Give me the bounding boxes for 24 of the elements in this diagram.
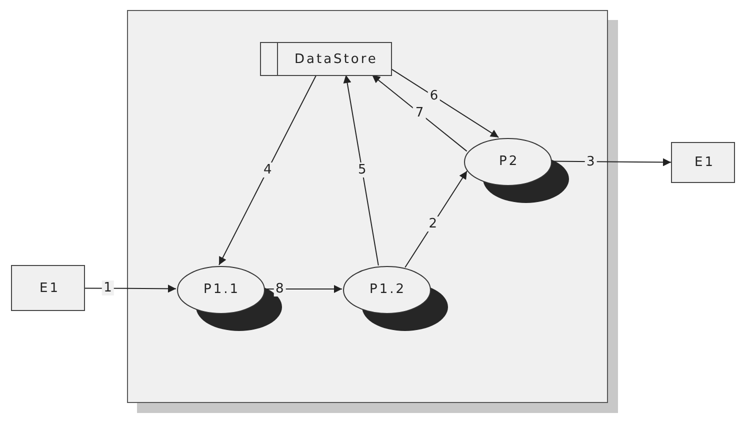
edge-label: 2 bbox=[426, 216, 440, 232]
process-name: P2 bbox=[499, 154, 520, 168]
entity-name: E1 bbox=[40, 280, 60, 296]
edge-label: 8 bbox=[273, 282, 286, 296]
edge-label: 6 bbox=[428, 88, 440, 104]
process-ellipse bbox=[464, 138, 572, 204]
entity-name: E1 bbox=[694, 155, 715, 170]
arrow bbox=[84, 284, 176, 293]
process-ellipse bbox=[177, 266, 285, 332]
process-ellipse bbox=[343, 266, 451, 332]
edge-label: 1 bbox=[102, 280, 114, 296]
store-name: DataStore bbox=[294, 52, 378, 66]
process-name: P1.2 bbox=[370, 282, 406, 296]
arrow bbox=[404, 170, 468, 268]
edge-label: 7 bbox=[413, 106, 426, 121]
arrow bbox=[343, 74, 379, 266]
process-name: P1.1 bbox=[204, 282, 240, 296]
arrow bbox=[218, 74, 317, 266]
external-entity-box bbox=[671, 142, 735, 183]
edge-label: 4 bbox=[262, 162, 274, 178]
external-entity-box bbox=[11, 265, 85, 311]
data-store-box bbox=[260, 42, 392, 76]
arrow bbox=[372, 74, 468, 152]
arrow bbox=[390, 68, 500, 138]
